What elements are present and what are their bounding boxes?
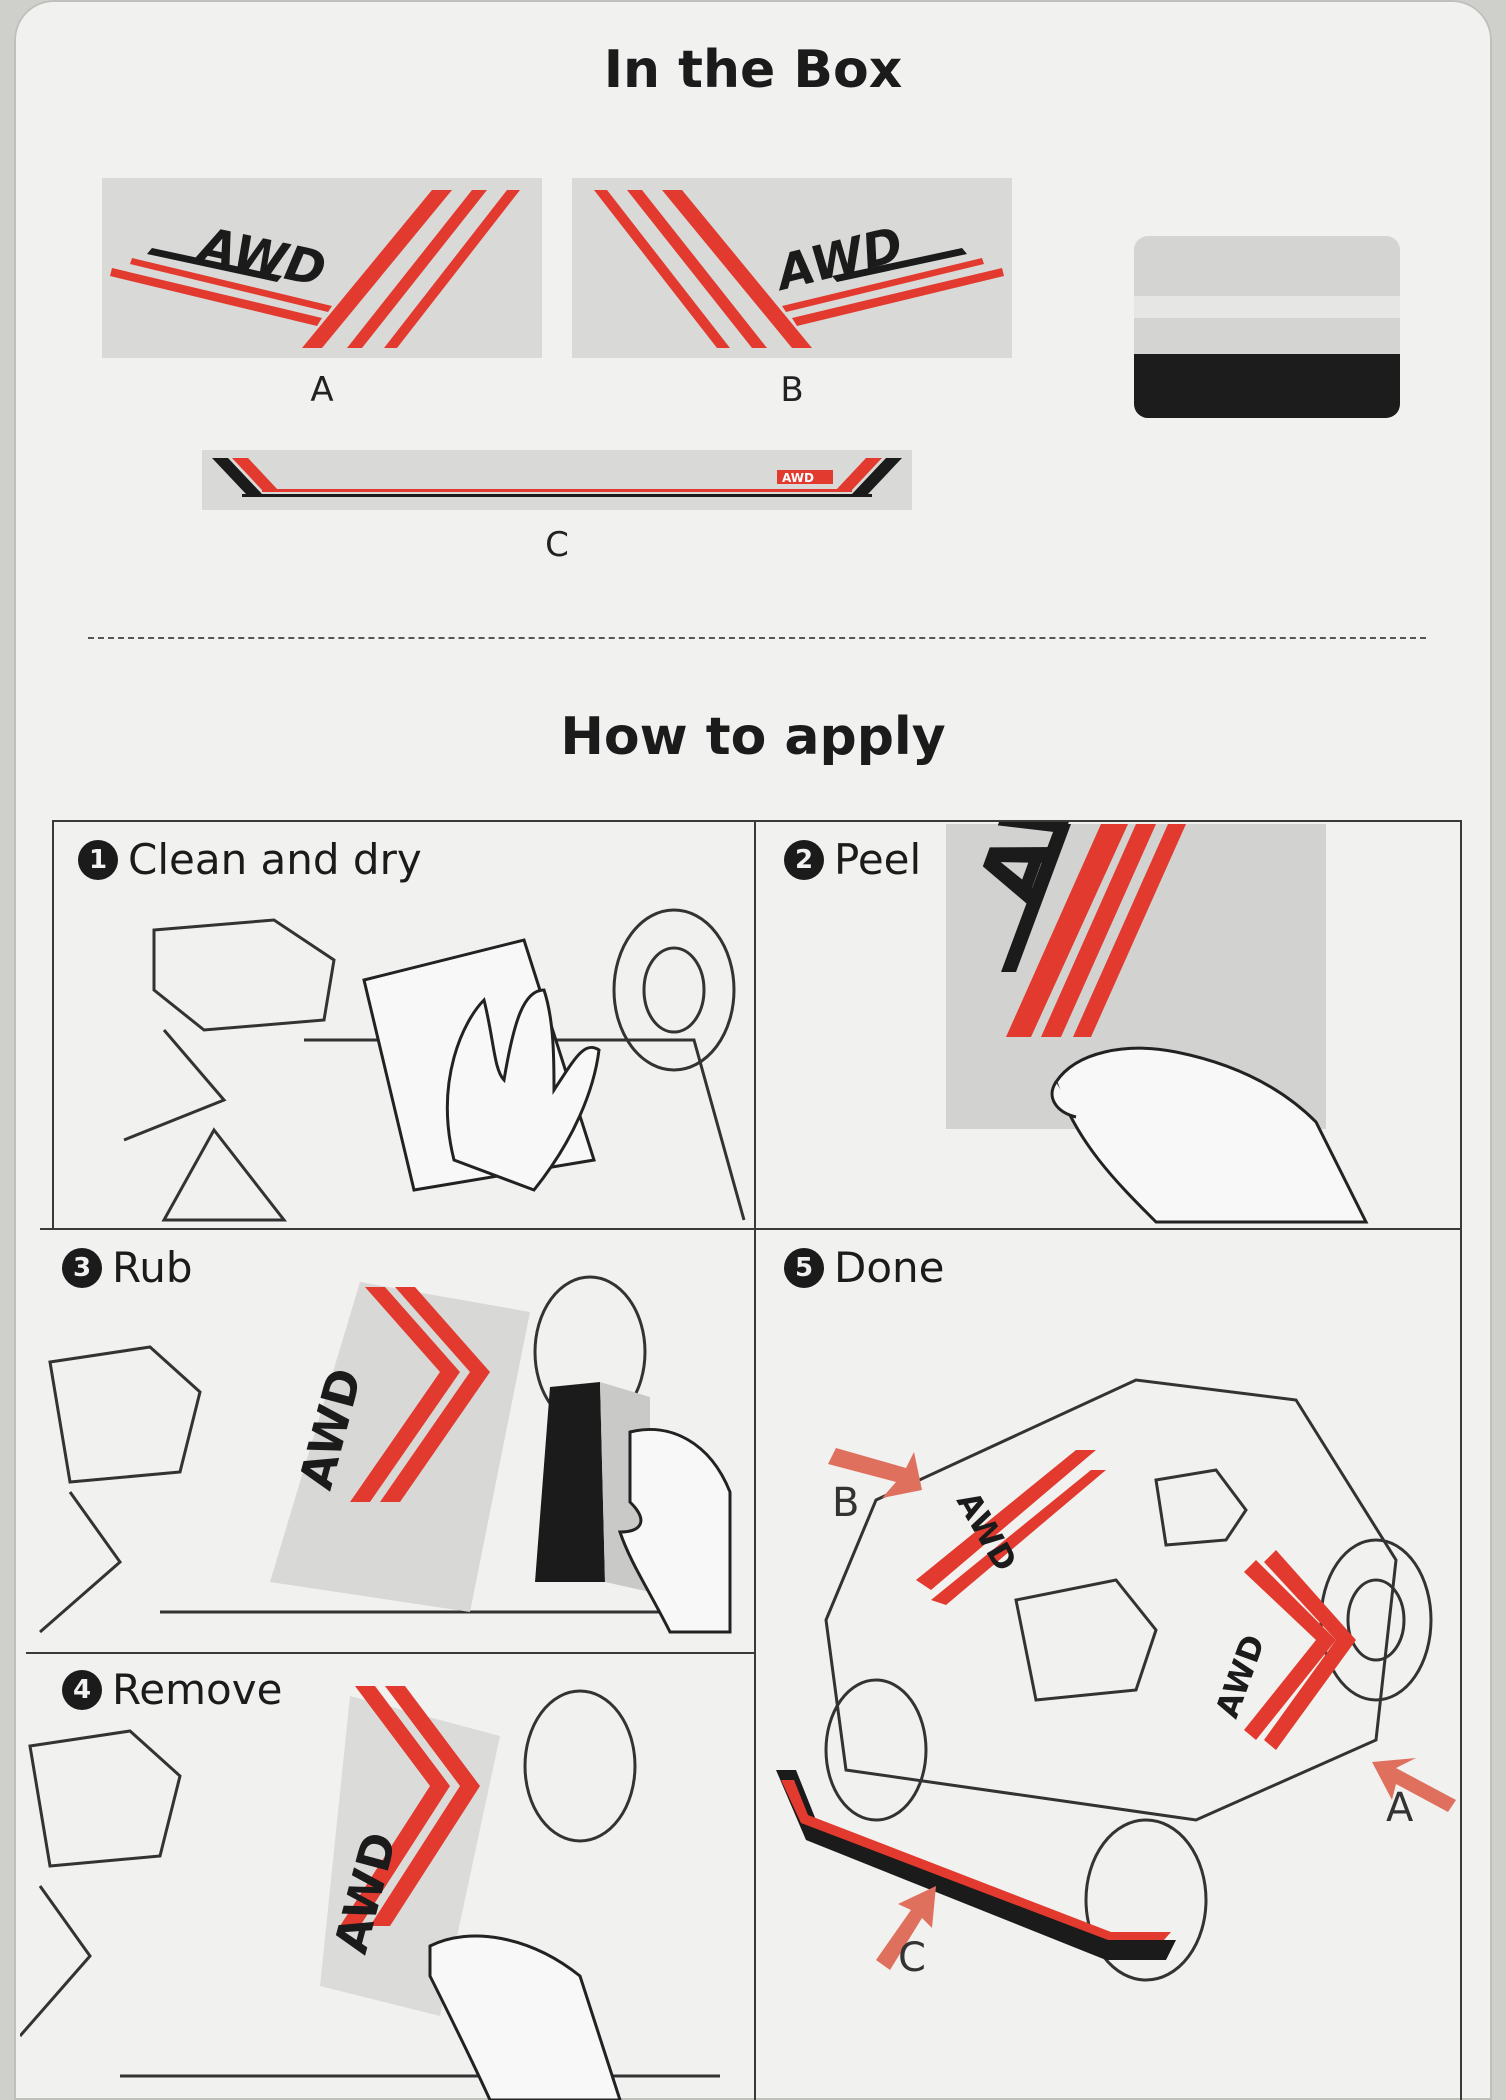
done-arrow-b — [828, 1448, 922, 1498]
in-the-box-title: In the Box — [603, 40, 903, 100]
step-4-number: 4 — [62, 1669, 102, 1710]
squeegee-in-use — [535, 1382, 605, 1582]
rubbing-hand — [617, 1428, 732, 1634]
sticker-a-label: A — [310, 370, 334, 410]
step-5-label: 5 Done — [784, 1243, 945, 1292]
step-2-label: 2 Peel — [784, 835, 921, 884]
section-divider — [88, 637, 1426, 639]
step-4-text: Remove — [112, 1665, 283, 1714]
sticker-c-graphic: AWD — [212, 458, 902, 497]
step-5-number: 5 — [784, 1247, 824, 1288]
step-2-number: 2 — [784, 839, 824, 880]
robot-outline — [824, 1378, 1433, 1982]
sticker-b-graphic: AWD — [594, 190, 1004, 348]
step-1-text: Clean and dry — [128, 835, 422, 884]
grid-left-border — [52, 820, 54, 1230]
how-to-apply-title: How to apply — [560, 707, 946, 767]
step-3-number: 3 — [62, 1247, 102, 1288]
step-1-label: 1 Clean and dry — [78, 835, 422, 884]
done-callout-a: A — [1386, 1785, 1414, 1831]
hand-with-cloth — [362, 938, 601, 1192]
sticker-c-label: C — [545, 525, 569, 565]
grid-right-border — [1460, 820, 1462, 2100]
sticker-a-graphic: AWD — [110, 190, 520, 348]
done-arrow-c — [876, 1886, 936, 1970]
done-arrow-a — [1372, 1758, 1456, 1812]
step-3-label: 3 Rub — [62, 1243, 193, 1292]
removing-hand — [428, 1934, 622, 2100]
done-callout-b: B — [832, 1480, 860, 1526]
step-1-illustration — [123, 908, 746, 1222]
sticker-c: AWD — [202, 450, 912, 510]
sticker-b-label: B — [780, 370, 804, 410]
step-4-label: 4 Remove — [62, 1665, 282, 1714]
grid-center-divider — [754, 820, 756, 2100]
sticker-c-text: AWD — [782, 471, 814, 485]
sticker-b-text: AWD — [767, 217, 908, 303]
sticker-a-text: AWD — [191, 216, 331, 298]
step-1-number: 1 — [78, 839, 118, 880]
sticker-b: AWD — [572, 178, 1012, 358]
step-3-text: Rub — [112, 1243, 193, 1292]
peeling-hand — [1050, 1046, 1369, 1224]
step-4-illustration: AWD — [20, 1686, 720, 2100]
step-2-illustration: AWD — [946, 822, 1369, 1224]
step-3-illustration: AWD — [39, 1275, 732, 1634]
grid-row2-divider — [26, 1652, 756, 1654]
step-2-text: Peel — [834, 835, 922, 884]
step-5-text: Done — [834, 1243, 945, 1292]
grid-top-border — [52, 820, 1462, 822]
done-callout-c: C — [898, 1935, 926, 1981]
squeegee-tool — [1134, 236, 1400, 418]
step-5-illustration: AWD AWD — [776, 1378, 1456, 1982]
sticker-a: AWD — [102, 178, 542, 358]
grid-row1-divider — [40, 1228, 1462, 1230]
